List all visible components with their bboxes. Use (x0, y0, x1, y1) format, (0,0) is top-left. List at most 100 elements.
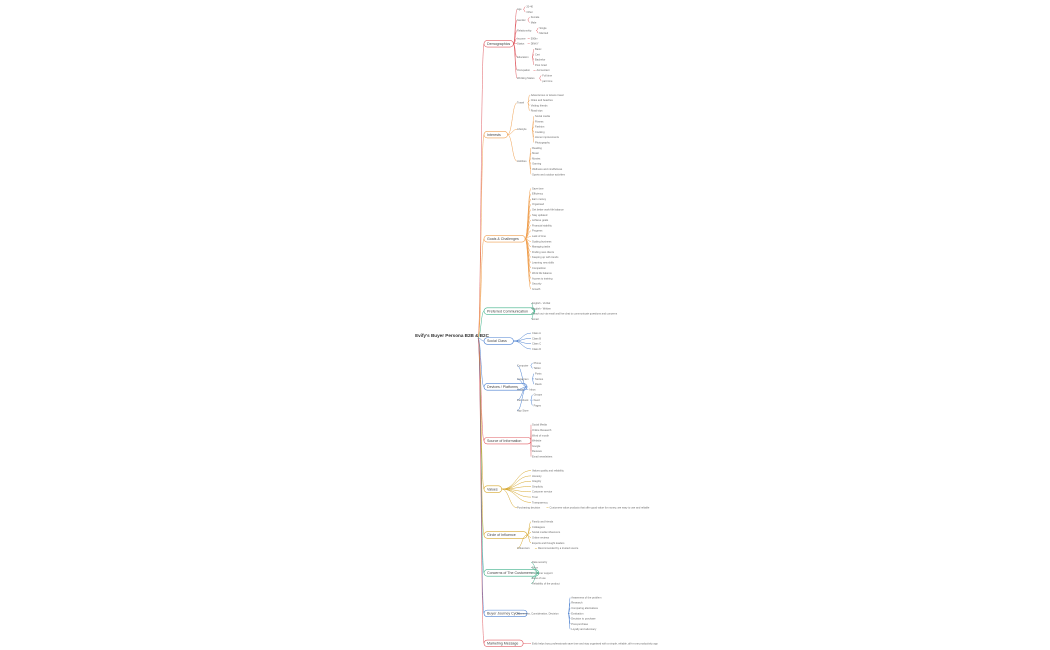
leaf-topic: Colleagues (532, 525, 546, 529)
leaf-topic: 20-40 (526, 5, 533, 9)
leaf-topic: Posts (535, 372, 542, 376)
leaf-topic: Get better work-life balance (532, 208, 564, 212)
leaf-connector (568, 613, 571, 630)
leaf-topic: Word of mouth (532, 433, 550, 437)
sub-label: Awareness, Consideration, Decision (517, 611, 559, 615)
leaf-topic: Security (532, 282, 542, 286)
leaf-topic: Photography (535, 140, 550, 144)
leaf-connector (531, 56, 535, 66)
leaf-topic: Financial stability (532, 223, 552, 227)
root-topic[interactable]: Evify's Buyer Persona B2B & B2C (415, 333, 490, 338)
branch-label: Preferred Communication (487, 309, 528, 313)
sub-label: Age (517, 7, 522, 11)
leaf-topic: Reliability of the product (532, 581, 560, 585)
leaf-connector (539, 75, 542, 79)
branch-label: Concerns of The Customers (487, 571, 532, 575)
leaf-topic: Research (571, 601, 583, 605)
leaf-topic: Basic (535, 47, 542, 51)
sub-label: App Store (517, 409, 529, 413)
leaf-connector (523, 6, 526, 10)
branch-4[interactable]: Social Class (483, 337, 514, 345)
leaf-topic: Loyalty and advocacy (571, 627, 597, 631)
sub-label: Gmail (517, 387, 524, 391)
leaf-topic: Fitness (535, 119, 544, 123)
branch-connector (477, 337, 485, 490)
leaf-topic: Adventurous or leisure travel (531, 93, 564, 97)
leaf-topic: Website (532, 439, 542, 443)
branch-connector (477, 337, 485, 644)
branch-connector (477, 310, 485, 339)
branch-1[interactable]: Interests (483, 131, 508, 139)
leaf-topic: Customers value products that offer good… (550, 506, 650, 510)
leaf-topic: Organised (532, 202, 545, 206)
leaf-connector (530, 394, 533, 401)
leaf-topic: Growth (532, 287, 541, 291)
sub-connector (516, 534, 528, 549)
branch-connector (477, 238, 485, 339)
leaf-topic: Bachelor (535, 58, 545, 62)
branch-11[interactable]: Marketing Message (483, 639, 524, 647)
leaf-topic: Earn money (532, 197, 547, 201)
leaf-topic: Fashion (535, 125, 545, 129)
sub-label: Working Status (517, 76, 535, 80)
leaf-topic: Male (531, 20, 537, 24)
sub-label: Income (517, 36, 526, 40)
leaf-topic: Reach out via email and live chat to com… (532, 312, 618, 316)
leaf-topic: Feed (534, 398, 540, 402)
leaf-topic: Reviews (532, 449, 543, 453)
leaf-topic: Google (532, 444, 541, 448)
branch-9[interactable]: Concerns of The Customers (483, 569, 540, 577)
leaf-topic: Comparing alternatives (571, 606, 598, 610)
leaf-topic: Phone (534, 361, 542, 365)
branch-7[interactable]: Values (483, 485, 503, 493)
leaf-topic: part time (542, 79, 553, 83)
leaf-topic: Progress (532, 229, 543, 233)
leaf-connector (501, 470, 532, 490)
sub-label: Status (517, 42, 525, 46)
leaf-topic: Efficiency (532, 192, 544, 196)
leaf-topic: Evaluation (571, 611, 584, 615)
leaf-connector (528, 160, 532, 175)
leaf-topic: Gaming (532, 162, 542, 166)
sub-connector (516, 378, 528, 388)
branch-0[interactable]: Demographics (483, 40, 514, 48)
leaf-connector (527, 17, 530, 21)
leaf-topic: Email (532, 317, 539, 321)
leaf-connector (531, 378, 535, 385)
leaf-connector (531, 129, 535, 143)
sub-label: Education (517, 55, 529, 59)
leaf-topic: Price (532, 565, 538, 569)
leaf-topic: Full time (542, 73, 552, 77)
leaf-topic: Finding new clients (532, 250, 555, 254)
leaf-topic: Access to training (532, 276, 553, 280)
leaf-topic: Road trips (531, 109, 544, 113)
leaf-topic: Social media (535, 114, 550, 118)
leaf-topic: Wellness and mindfulness (532, 167, 563, 171)
sub-connector (507, 129, 518, 135)
branch-label: Buyer Journey Cycle (487, 612, 520, 616)
leaf-topic: Cities and beaches (531, 98, 554, 102)
sub-connector (501, 488, 518, 508)
branch-2[interactable]: Goals & Challenges (483, 235, 526, 243)
leaf-connector (531, 115, 535, 130)
sub-label: Relationship (517, 28, 532, 32)
leaf-connector (530, 362, 533, 366)
branch-6[interactable]: Source of Information (483, 437, 532, 445)
leaf-connector (530, 572, 539, 584)
sub-label: Influencers (517, 546, 530, 550)
branch-8[interactable]: Circle of Influence (483, 531, 528, 539)
branch-label: Marketing Message (487, 642, 518, 646)
leaf-topic: Managing tasks (532, 245, 551, 249)
leaf-topic: Experts and thought leaders (532, 541, 565, 545)
leaf-connector (539, 77, 542, 82)
leaf-topic: Class A (532, 331, 541, 335)
leaf-topic: Evify helps busy professionals save time… (532, 641, 658, 645)
branch-3[interactable]: Preferred Communication (483, 307, 536, 315)
leaf-connector (531, 54, 535, 58)
leaf-topic: Honesty (532, 474, 542, 478)
leaf-topic: Customer service (532, 490, 553, 494)
leaf-connector (530, 365, 533, 369)
leaf-topic: Class B (532, 336, 541, 340)
sub-label: Instagram (517, 377, 529, 381)
leaf-topic: Home improvements (535, 135, 560, 139)
